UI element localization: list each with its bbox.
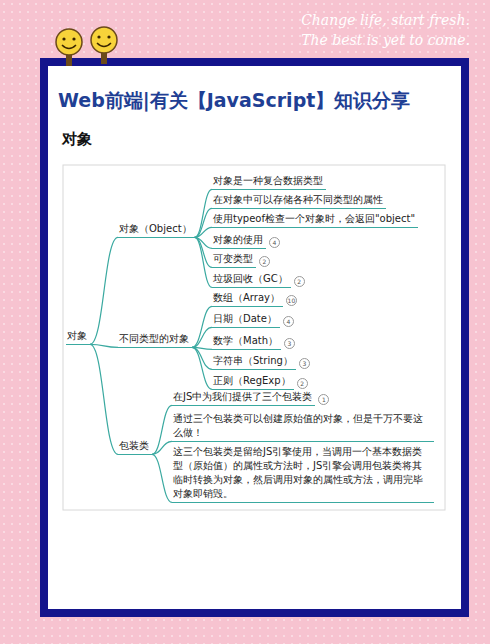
topic-text: 通过三个包装类可以创建原始值的对象，但是千万不要这么做！ bbox=[173, 412, 431, 440]
callout-number: 10 bbox=[286, 295, 297, 306]
smiley-clip bbox=[91, 27, 117, 64]
topic-text: 正则（RegExp） bbox=[213, 374, 291, 388]
leaf-topic: 正则（RegExp） bbox=[212, 374, 294, 390]
topic-text: 对象（Object） bbox=[119, 222, 192, 236]
branch-line bbox=[195, 189, 212, 237]
branch-line bbox=[195, 208, 212, 237]
branch-line bbox=[152, 405, 172, 454]
topic-text: 数组（Array） bbox=[213, 291, 280, 305]
branch-line bbox=[90, 237, 118, 344]
leaf-topic: 日期（Date） bbox=[212, 312, 280, 328]
smiley-clip bbox=[56, 29, 82, 66]
branch-line bbox=[195, 237, 212, 287]
leaf-topic: 字符串（String） bbox=[212, 354, 296, 370]
callout-number: 4 bbox=[269, 237, 280, 248]
topic-text: 在JS中为我们提供了三个包装类 bbox=[173, 390, 312, 404]
topic-text: 在对象中可以存储各种不同类型的属性 bbox=[213, 193, 383, 207]
topic-text: 垃圾回收（GC） bbox=[213, 272, 288, 286]
branch-topic: 包装类 bbox=[118, 439, 152, 455]
branch-line bbox=[195, 227, 212, 237]
card bbox=[44, 62, 465, 613]
branch-topic: 对象（Object） bbox=[118, 222, 195, 238]
topic-text: 使用typeof检查一个对象时，会返回"object" bbox=[213, 212, 415, 226]
root-topic: 对象 bbox=[66, 329, 90, 345]
topic-text: 可变类型 bbox=[213, 252, 253, 266]
branch-line bbox=[192, 306, 212, 347]
topic-text: 包装类 bbox=[119, 439, 149, 453]
topic-text: 对象的使用 bbox=[213, 233, 263, 247]
leaf-topic: 对象是一种复合数据类型 bbox=[212, 174, 326, 190]
callout-number: 2 bbox=[294, 276, 305, 287]
watermark: Change life, start fresh. bbox=[230, 12, 470, 28]
leaf-topic: 垃圾回收（GC） bbox=[212, 272, 291, 288]
callout-number: 3 bbox=[299, 358, 310, 369]
topic-text: 日期（Date） bbox=[213, 312, 277, 326]
watermark: The best is yet to come. bbox=[230, 32, 470, 48]
leaf-topic: 使用typeof检查一个对象时，会返回"object" bbox=[212, 212, 418, 228]
branch-line bbox=[192, 347, 212, 389]
topic-text: 字符串（String） bbox=[213, 354, 293, 368]
leaf-topic: 在JS中为我们提供了三个包装类 bbox=[172, 390, 315, 406]
callout-number: 4 bbox=[283, 316, 294, 327]
branch-line bbox=[192, 327, 212, 347]
branch-line bbox=[152, 454, 172, 502]
mindmap-panel bbox=[63, 165, 445, 510]
branch-line bbox=[90, 344, 118, 347]
branch-topic: 不同类型的对象 bbox=[118, 332, 192, 348]
page-title: Web前端|有关【JavaScript】知识分享 bbox=[58, 88, 458, 114]
topic-text: 不同类型的对象 bbox=[119, 332, 189, 346]
topic-text: 对象 bbox=[67, 329, 87, 343]
branch-line bbox=[90, 344, 118, 454]
topic-text: 这三个包装类是留给JS引擎使用，当调用一个基本数据类型（原始值）的属性或方法时，… bbox=[173, 445, 431, 501]
section-heading: 对象 bbox=[62, 130, 92, 149]
topic-text: 对象是一种复合数据类型 bbox=[213, 174, 323, 188]
leaf-topic: 通过三个包装类可以创建原始值的对象，但是千万不要这么做！ bbox=[172, 412, 434, 442]
callout-number: 2 bbox=[297, 378, 308, 389]
callout-number: 3 bbox=[284, 338, 295, 349]
topic-text: 数学（Math） bbox=[213, 334, 278, 348]
leaf-topic: 数组（Array） bbox=[212, 291, 283, 307]
branch-line bbox=[152, 441, 172, 454]
leaf-topic: 数学（Math） bbox=[212, 334, 281, 350]
leaf-topic: 这三个包装类是留给JS引擎使用，当调用一个基本数据类型（原始值）的属性或方法时，… bbox=[172, 445, 434, 503]
leaf-topic: 在对象中可以存储各种不同类型的属性 bbox=[212, 193, 386, 209]
leaf-topic: 对象的使用 bbox=[212, 233, 266, 249]
leaf-topic: 可变类型 bbox=[212, 252, 256, 268]
callout-number: 2 bbox=[259, 256, 270, 267]
